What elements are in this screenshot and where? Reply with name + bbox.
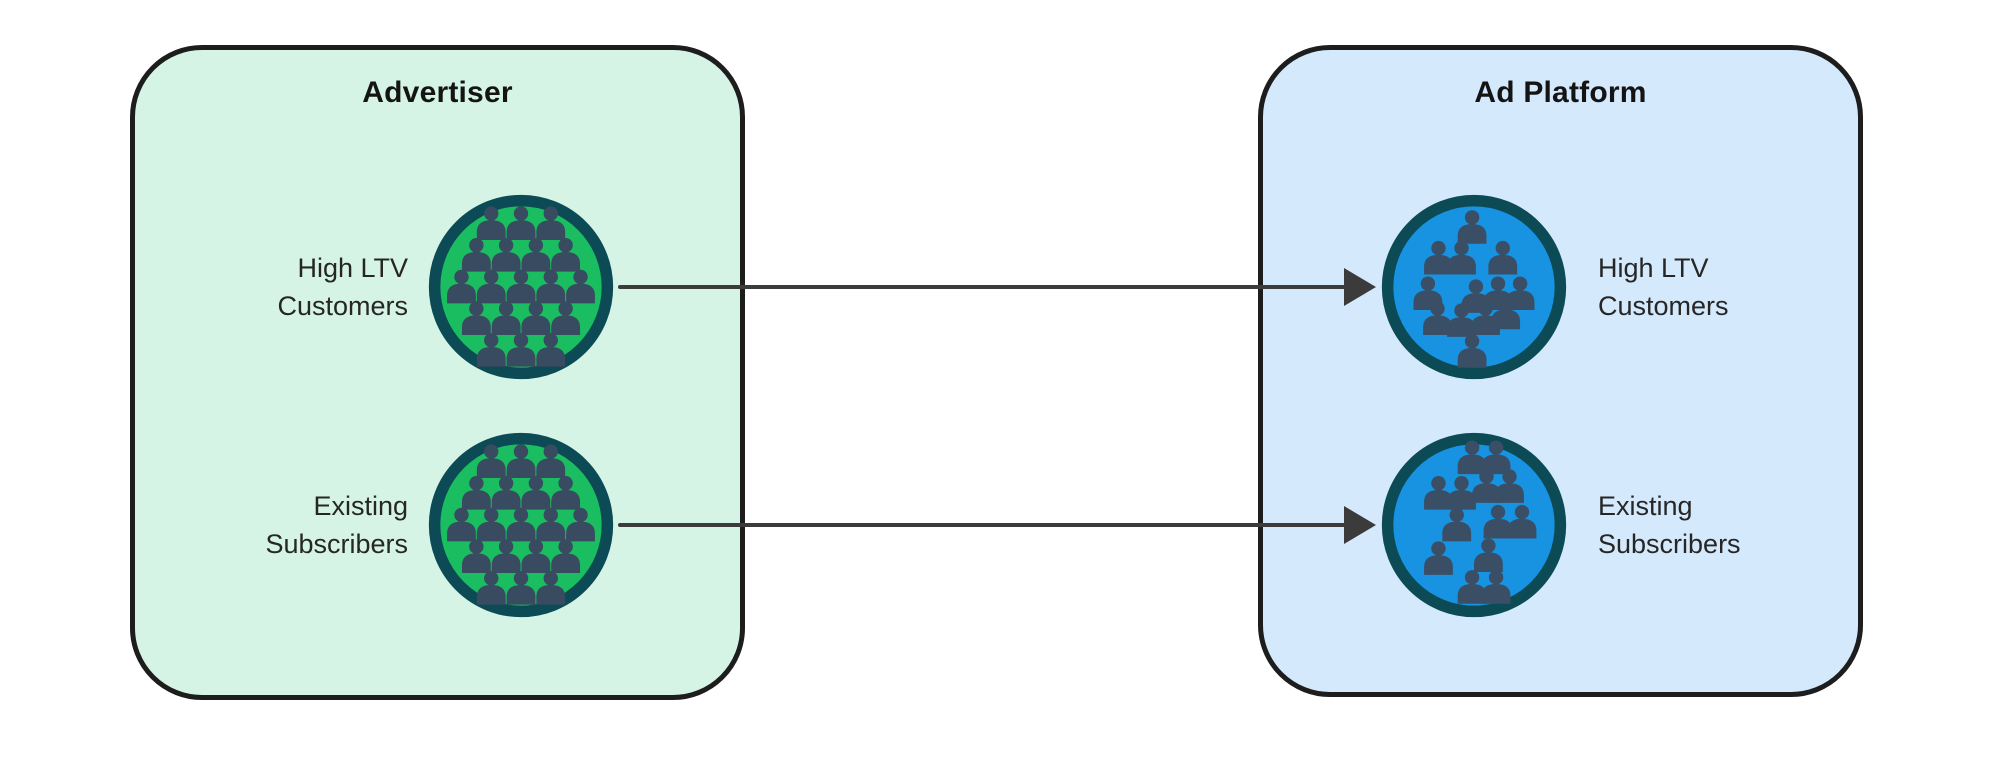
crowd-circle-icon <box>428 432 614 618</box>
advertiser-high-ltv-label: High LTV Customers <box>277 253 408 321</box>
ad-platform-title: Ad Platform <box>1474 76 1647 109</box>
crowd-circle-icon <box>1381 432 1567 618</box>
platform-existing-subscribers-label: Existing Subscribers <box>1598 491 1741 559</box>
arrow-shaft <box>618 523 1346 527</box>
crowd-circle-icon <box>428 194 614 380</box>
arrow-shaft <box>618 285 1346 289</box>
advertiser-existing-subscribers-label: Existing Subscribers <box>265 491 408 559</box>
flow-arrow-high-ltv <box>618 268 1376 306</box>
crowd-circle-icon <box>1381 194 1567 380</box>
arrow-head-icon <box>1344 268 1376 306</box>
ad-platform-box: Ad Platform <box>1258 45 1863 697</box>
flow-arrow-existing-subscribers <box>618 506 1376 544</box>
arrow-head-icon <box>1344 506 1376 544</box>
platform-high-ltv-label: High LTV Customers <box>1598 253 1729 321</box>
advertiser-title: Advertiser <box>362 76 513 109</box>
advertiser-box: Advertiser <box>130 45 745 700</box>
